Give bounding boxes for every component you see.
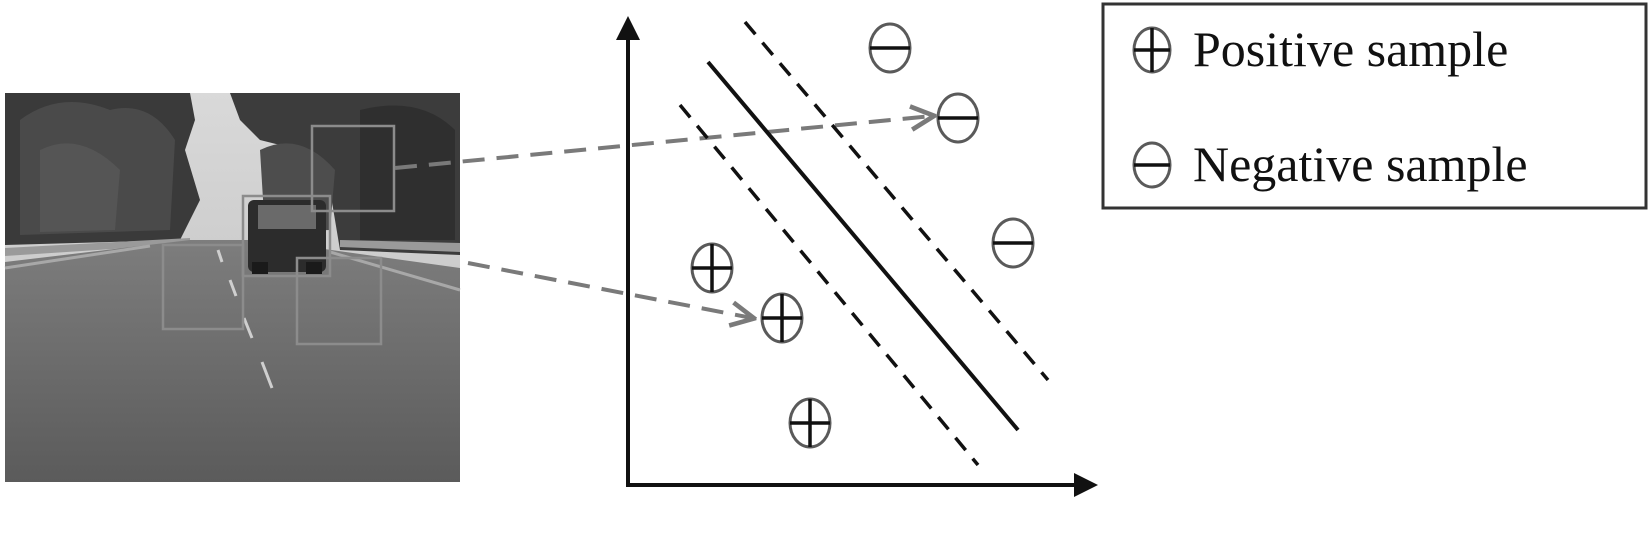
circle-minus-icon [936, 92, 980, 144]
negative-samples [868, 22, 1035, 269]
legend-positive-label: Positive sample [1193, 21, 1508, 77]
circle-plus-icon [1132, 26, 1172, 74]
arrow-to-positive-sample [467, 261, 752, 318]
legend-negative-label: Negative sample [1193, 136, 1528, 192]
lower-margin [678, 103, 980, 467]
legend-box [1101, 2, 1648, 210]
circle-minus-icon [868, 22, 912, 74]
arrow-to-negative-sample [394, 116, 932, 170]
circle-minus-icon [991, 217, 1035, 269]
road-scene-image [4, 93, 461, 482]
decision-boundary [706, 60, 1020, 432]
positive-samples [690, 242, 832, 449]
upper-margin [743, 20, 1050, 382]
feature-space-axes [616, 16, 1098, 497]
circle-plus-icon [690, 242, 734, 294]
legend: Positive sample Negative sample [1101, 2, 1648, 210]
circle-plus-icon [760, 292, 804, 344]
circle-plus-icon [788, 397, 832, 449]
circle-minus-icon [1132, 141, 1172, 189]
